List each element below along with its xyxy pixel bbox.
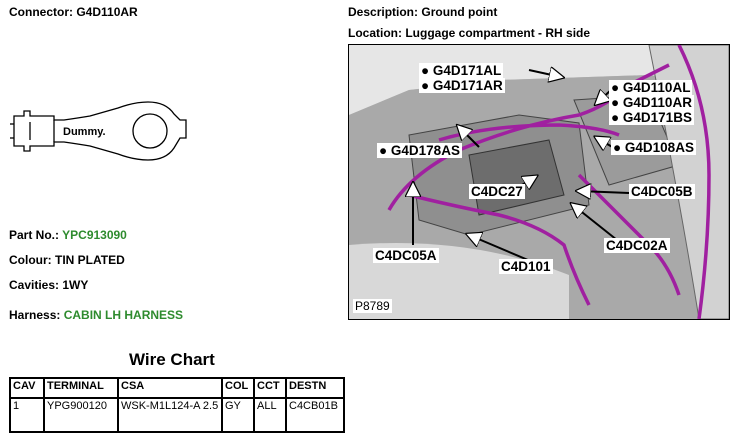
description-label: Description: (348, 5, 419, 19)
callout-c4d101: C4D101 (499, 259, 553, 274)
callout-g4d178as-text: G4D178AS (390, 143, 460, 158)
callout-g4d171ar-text: G4D171AR (432, 78, 503, 93)
callout-g4d108as-text: G4D108AS (624, 140, 694, 155)
ring-terminal-diagram: Dummy. (10, 101, 187, 161)
harness-value: CABIN LH HARNESS (63, 308, 184, 322)
connector-line: Connector: G4D110AR (9, 5, 138, 19)
header-csa: CSA (117, 377, 223, 399)
wire-chart-table: CAV TERMINAL CSA COL CCT DESTN 1 YPG9001… (9, 377, 345, 433)
colour-value: TIN PLATED (55, 253, 125, 267)
header-col: COL (221, 377, 255, 399)
callout-c4dc05a: C4DC05A (373, 248, 439, 263)
cavities-line: Cavities: 1WY (9, 278, 88, 292)
callout-g4d110al: ● G4D110AL (609, 80, 693, 95)
cavities-label: Cavities: (9, 278, 60, 292)
callout-c4dc02a: C4DC02A (604, 238, 670, 253)
callout-g4d171al-text: G4D171AL (432, 63, 502, 78)
cell-csa: WSK-M1L124-A 2.5 (117, 397, 223, 433)
header-terminal: TERMINAL (43, 377, 119, 399)
header-destn: DESTN (285, 377, 345, 399)
cell-destn: C4CB01B (285, 397, 345, 433)
location-value: Luggage compartment - RH side (405, 26, 591, 40)
colour-label: Colour: (9, 253, 52, 267)
connector-label: Connector: (9, 5, 73, 19)
location-label: Location: (348, 26, 402, 40)
callout-g4d171al: ● G4D171AL (419, 63, 504, 78)
connector-diagram-text: Dummy. (63, 126, 106, 138)
description-value: Ground point (421, 5, 498, 19)
callout-g4d171bs-text: G4D171BS (622, 110, 692, 125)
cell-cav: 1 (9, 397, 45, 433)
callout-g4d110ar-text: G4D110AR (622, 95, 692, 110)
harness-label: Harness: (9, 308, 61, 322)
location-photo: ● G4D171AL ● G4D171AR ● G4D110AL ● G4D11… (348, 44, 730, 320)
callout-g4d171bs: ● G4D171BS (609, 110, 694, 125)
wire-chart-header-row: CAV TERMINAL CSA COL CCT DESTN (9, 377, 345, 399)
callout-g4d110ar: ● G4D110AR (609, 95, 694, 110)
colour-line: Colour: TIN PLATED (9, 253, 125, 267)
callout-c4dc27: C4DC27 (469, 184, 525, 199)
callout-g4d171ar: ● G4D171AR (419, 78, 505, 93)
photo-reference: P8789 (353, 299, 392, 313)
header-cav: CAV (9, 377, 45, 399)
harness-line: Harness: CABIN LH HARNESS (9, 308, 183, 322)
part-no-line: Part No.: YPC913090 (9, 228, 127, 242)
callout-c4dc05b: C4DC05B (629, 184, 695, 199)
callout-g4d108as: ● G4D108AS (611, 140, 696, 155)
cavities-value: 1WY (62, 278, 89, 292)
part-no-label: Part No.: (9, 228, 60, 242)
cell-col: GY (221, 397, 255, 433)
connector-value: G4D110AR (76, 5, 138, 19)
part-no-value: YPC913090 (62, 228, 127, 242)
location-line: Location: Luggage compartment - RH side (348, 26, 590, 40)
header-cct: CCT (253, 377, 287, 399)
callout-g4d110al-text: G4D110AL (622, 80, 691, 95)
table-row: 1 YPG900120 WSK-M1L124-A 2.5 GY ALL C4CB… (9, 397, 345, 433)
cell-terminal: YPG900120 (43, 397, 119, 433)
callout-g4d178as: ● G4D178AS (377, 143, 462, 158)
wire-chart-title: Wire Chart (129, 350, 215, 369)
cell-cct: ALL (253, 397, 287, 433)
description-line: Description: Ground point (348, 5, 497, 19)
